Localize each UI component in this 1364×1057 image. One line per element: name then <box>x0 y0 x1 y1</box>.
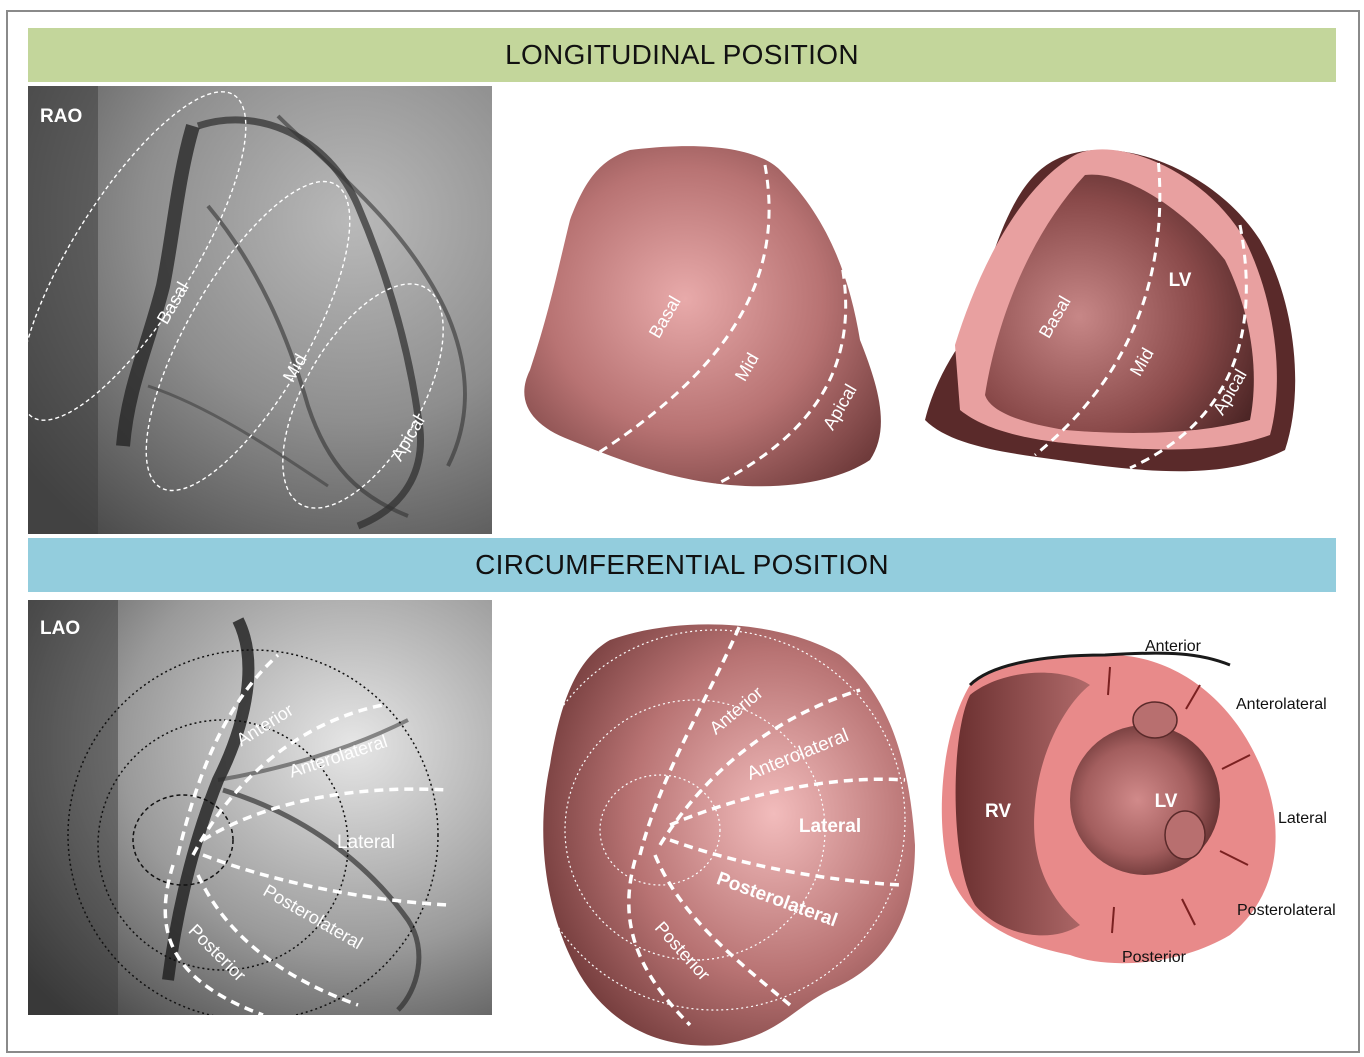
section-lateral-label: Lateral <box>1278 810 1327 827</box>
rao-angiogram: Basal Mid Apical <box>28 86 492 534</box>
circumferential-heart: Anterior Anterolateral Lateral Posterola… <box>530 615 930 1055</box>
lao-angiogram: Anterior Anterolateral Lateral Posterola… <box>28 600 492 1015</box>
lao-view-label: LAO <box>40 618 80 640</box>
section-anterolateral-label: Anterolateral <box>1236 696 1327 713</box>
circumferential-heart-panel: Anterior Anterolateral Lateral Posterola… <box>530 615 930 1055</box>
short-axis-panel: RV LV Anterior Anterolateral Lateral Pos… <box>930 625 1364 975</box>
rao-view-label: RAO <box>40 106 82 128</box>
lao-lateral-label: Lateral <box>337 832 395 853</box>
section-anterior-label: Anterior <box>1145 638 1202 655</box>
lao-angiogram-panel: Anterior Anterolateral Lateral Posterola… <box>28 600 492 1015</box>
longitudinal-cut-heart: Basal Mid Apical LV <box>915 130 1315 500</box>
section-posterior-label: Posterior <box>1122 949 1187 966</box>
longitudinal-banner: LONGITUDINAL POSITION <box>28 28 1336 82</box>
cut-lv-label: LV <box>1169 270 1192 291</box>
short-axis-section: RV LV Anterior Anterolateral Lateral Pos… <box>930 625 1364 975</box>
section-lv-label: LV <box>1155 791 1178 812</box>
3d-lateral-label: Lateral <box>799 816 861 837</box>
circumferential-banner: CIRCUMFERENTIAL POSITION <box>28 538 1336 592</box>
longitudinal-cut-heart-panel: Basal Mid Apical LV <box>915 130 1315 500</box>
longitudinal-heart-panel: Basal Mid Apical <box>510 130 910 500</box>
longitudinal-heart: Basal Mid Apical <box>510 130 910 500</box>
section-posterolateral-label: Posterolateral <box>1237 902 1336 919</box>
section-rv-label: RV <box>985 801 1011 822</box>
rao-angiogram-panel: Basal Mid Apical RAO <box>28 86 492 534</box>
